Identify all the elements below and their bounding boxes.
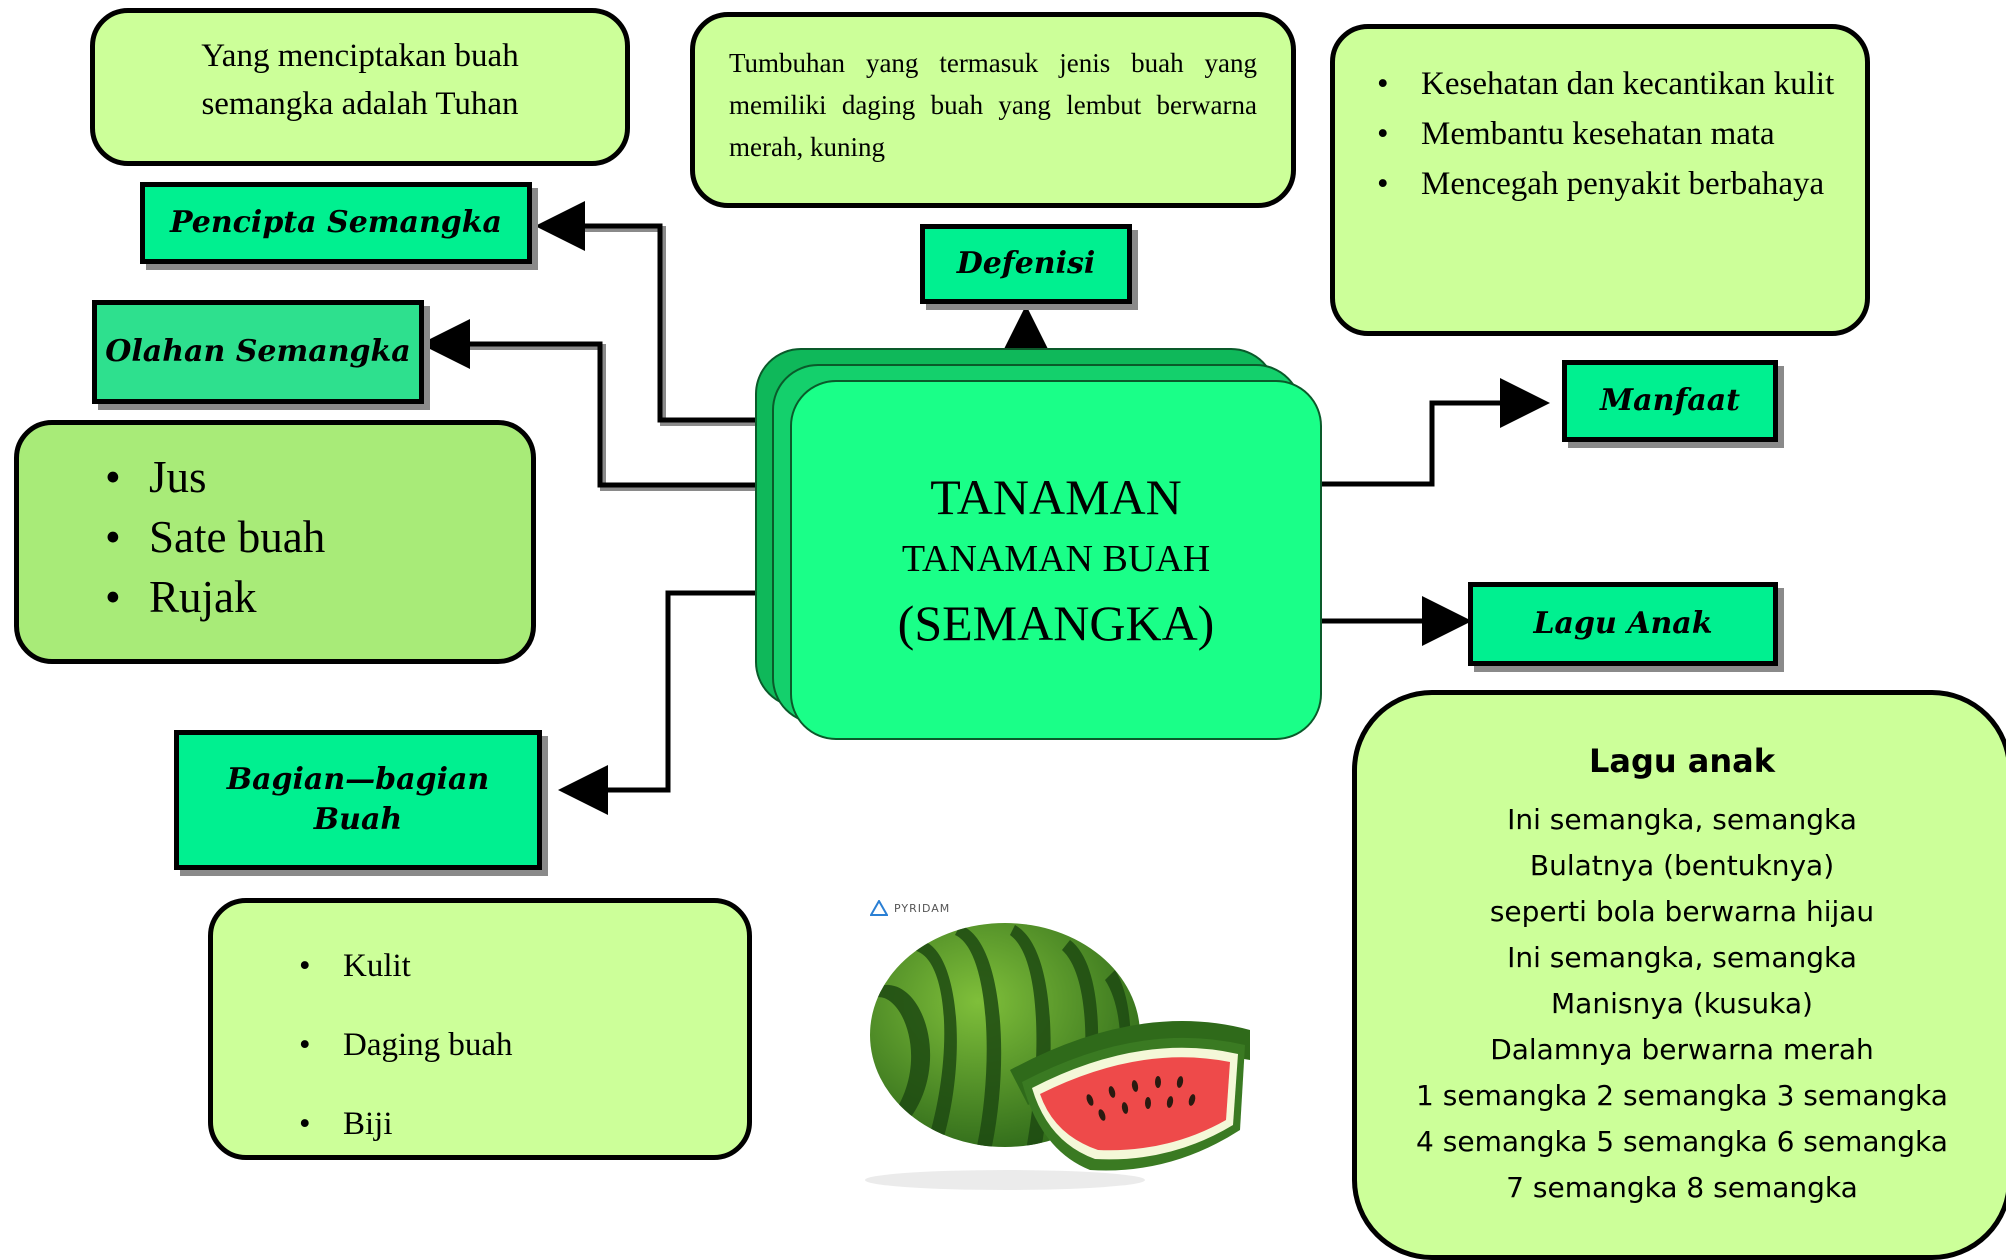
lagu-line: Ini semangka, semangka: [1507, 803, 1857, 836]
label-pencipta-semangka: Pencipta Semangka: [140, 182, 532, 264]
defenisi-box: Tumbuhan yang termasuk jenis buah yang m…: [690, 12, 1296, 208]
center-title: TANAMAN TANAMAN BUAH (SEMANGKA): [790, 380, 1322, 740]
bagian-item: Daging buah: [299, 1006, 747, 1085]
label-bagian-line-2: Buah: [313, 802, 403, 837]
label-lagu-text: Lagu Anak: [1533, 605, 1713, 641]
center-line-1: TANAMAN: [930, 469, 1182, 526]
pyridam-logo: PYRIDAM: [870, 900, 950, 916]
label-olahan-text: Olahan Semangka: [105, 333, 411, 369]
defenisi-text: Tumbuhan yang termasuk jenis buah yang m…: [729, 48, 1257, 162]
manfaat-box: Kesehatan dan kecantikan kulit Membantu …: [1330, 24, 1870, 336]
label-manfaat-text: Manfaat: [1599, 382, 1741, 418]
pencipta-text: Yang menciptakan buah semangka adalah Tu…: [201, 38, 519, 122]
label-bagian-line-1: Bagian—bagian: [226, 761, 490, 797]
lagu-title: Lagu anak: [1588, 742, 1776, 780]
manfaat-item: Membantu kesehatan mata: [1377, 109, 1845, 159]
bagian-box: Kulit Daging buah Biji: [208, 898, 752, 1164]
center-node: [790, 380, 1322, 740]
link-manfaat: [1320, 378, 1550, 487]
bagian-item: Kulit: [299, 927, 747, 1006]
bagian-item: Biji: [299, 1085, 747, 1164]
olahan-box: Jus Sate buah Rujak: [14, 420, 536, 664]
olahan-item: Jus: [105, 447, 531, 507]
watermark-text: PYRIDAM: [894, 901, 951, 915]
lagu-line: Bulatnya (bentuknya): [1529, 849, 1835, 882]
lagu-line: Ini semangka, semangka: [1507, 941, 1857, 974]
pencipta-box: Yang menciptakan buah semangka adalah Tu…: [90, 8, 630, 166]
manfaat-list: Kesehatan dan kecantikan kulit Membantu …: [1377, 59, 1845, 209]
olahan-item: Rujak: [105, 567, 531, 627]
label-lagu-anak: Lagu Anak: [1468, 582, 1778, 666]
label-pencipta-text: Pencipta Semangka: [170, 204, 502, 240]
lagu-line: seperti bola berwarna hijau: [1489, 895, 1875, 928]
lagu-line: 7 semangka 8 semangka: [1506, 1171, 1858, 1204]
watermelon-icon: [865, 923, 1250, 1190]
label-defenisi-text: Defenisi: [956, 245, 1096, 281]
lagu-line: Dalamnya berwarna merah: [1490, 1033, 1874, 1066]
triangle-logo-icon: [870, 900, 888, 916]
center-line-3: (SEMANGKA): [897, 594, 1215, 651]
bagian-list: Kulit Daging buah Biji: [299, 927, 747, 1164]
manfaat-item: Mencegah penyakit berbahaya: [1377, 159, 1845, 209]
lagu-box: Lagu anak Ini semangka, semangka Bulatny…: [1352, 690, 2006, 1260]
olahan-item: Sate buah: [105, 507, 531, 567]
label-manfaat: Manfaat: [1562, 360, 1778, 442]
link-pencipta: [535, 201, 755, 423]
center-line-2: TANAMAN BUAH: [901, 538, 1211, 581]
link-olahan: [420, 319, 785, 488]
watermelon-image: PYRIDAM: [840, 870, 1270, 1200]
olahan-list: Jus Sate buah Rujak: [105, 447, 531, 627]
label-defenisi: Defenisi: [920, 224, 1132, 304]
label-bagian-bagian-buah: Bagian—bagian Buah: [174, 730, 542, 870]
label-olahan-semangka: Olahan Semangka: [92, 300, 424, 404]
link-bagian: [558, 590, 770, 815]
lagu-line: Manisnya (kusuka): [1551, 987, 1813, 1020]
lagu-line: 1 semangka 2 semangka 3 semangka: [1416, 1079, 1948, 1112]
manfaat-item: Kesehatan dan kecantikan kulit: [1377, 59, 1845, 109]
lagu-line: 4 semangka 5 semangka 6 semangka: [1416, 1125, 1948, 1158]
